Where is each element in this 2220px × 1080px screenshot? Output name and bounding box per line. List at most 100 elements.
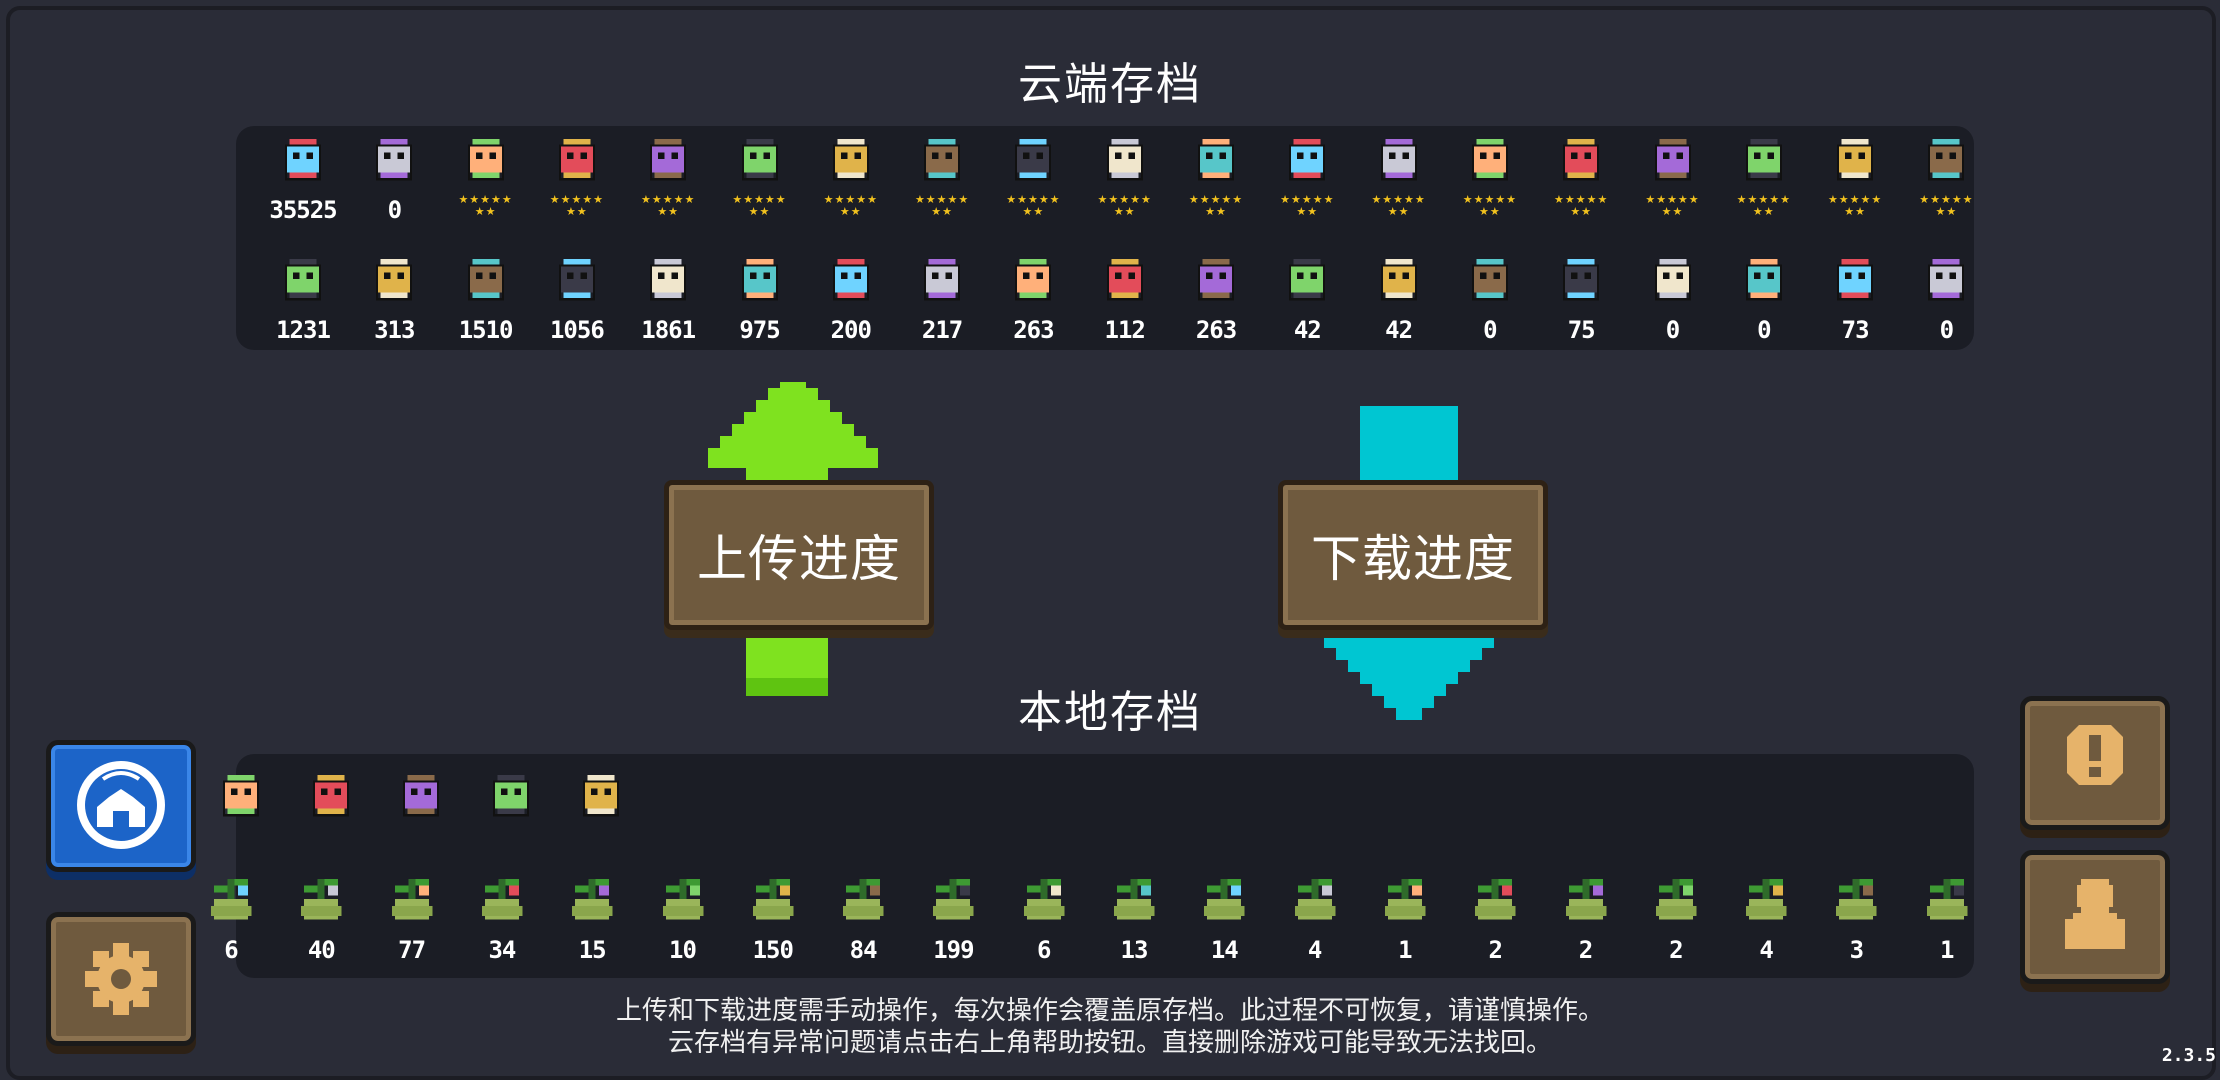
berserker-icon bbox=[1654, 138, 1691, 181]
local-seed-item: 2 bbox=[1631, 872, 1721, 964]
elf-icon bbox=[1198, 138, 1234, 181]
item-count: 0 bbox=[1483, 316, 1497, 344]
cloud-material-item: 975 bbox=[715, 252, 805, 344]
item-count: 1 bbox=[1939, 936, 1954, 964]
help-button[interactable] bbox=[2020, 696, 2170, 830]
local-seed-item: 2 bbox=[1450, 872, 1540, 964]
engineer-icon bbox=[832, 138, 869, 181]
cloud-top-item: ★★★★★★★ bbox=[897, 132, 987, 218]
local-seed-item: 150 bbox=[728, 872, 818, 964]
upload-progress-button[interactable]: 上传进度 bbox=[664, 480, 934, 630]
wizard-icon bbox=[650, 138, 687, 181]
item-count: 975 bbox=[739, 316, 780, 344]
seed-icon bbox=[1204, 878, 1245, 920]
cloud-material-item: 200 bbox=[806, 252, 896, 344]
item-count: 0 bbox=[387, 196, 402, 224]
account-logo-button[interactable] bbox=[46, 740, 196, 872]
cloud-top-item: 35525 bbox=[258, 132, 348, 224]
gear-icon bbox=[467, 258, 504, 301]
cloud-top-item: ★★★★★★★ bbox=[1810, 132, 1900, 218]
local-seed-item: 4 bbox=[1721, 872, 1811, 964]
cloud-material-item: 1861 bbox=[623, 252, 713, 344]
cloud-material-item: 263 bbox=[1171, 252, 1261, 344]
item-count: 4 bbox=[1759, 936, 1773, 964]
cloud-material-item: 42 bbox=[1354, 252, 1444, 344]
bat-pet-icon bbox=[583, 774, 619, 817]
cloud-top-item: ★★★★★★★ bbox=[1262, 132, 1352, 218]
item-count: 34 bbox=[488, 936, 516, 964]
item-count: 1231 bbox=[276, 316, 331, 344]
rogue-icon bbox=[559, 138, 595, 181]
star-rating-icon: ★★★★★★★ bbox=[732, 193, 787, 218]
item-count: 4 bbox=[1307, 936, 1322, 964]
seed-icon bbox=[481, 878, 523, 920]
notice-line-1: 上传和下载进度需手动操作，每次操作会覆盖原存档。此过程不可恢复，请谨慎操作。 bbox=[615, 996, 1604, 1026]
paladin-icon bbox=[1106, 138, 1143, 181]
local-pet-item bbox=[286, 768, 376, 826]
item-count: 10 bbox=[669, 936, 697, 964]
cloud-top-item: ★★★★★★★ bbox=[532, 132, 622, 218]
cloud-top-item: ★★★★★★★ bbox=[988, 132, 1078, 218]
exclamation-icon bbox=[2067, 725, 2123, 785]
seed-icon bbox=[1565, 878, 1606, 920]
item-count: 200 bbox=[830, 316, 872, 344]
seed-icon bbox=[1474, 878, 1516, 920]
battery-icon bbox=[285, 258, 321, 301]
item-count: 14 bbox=[1210, 936, 1239, 964]
star-rating-icon: ★★★★★★★ bbox=[1554, 193, 1609, 218]
item-count: 1861 bbox=[641, 316, 696, 344]
download-progress-button[interactable]: 下载进度 bbox=[1278, 480, 1548, 630]
star-rating-icon: ★★★★★★★ bbox=[1919, 193, 1974, 218]
seed-icon bbox=[1926, 878, 1967, 920]
profile-button[interactable] bbox=[2020, 850, 2170, 984]
item-count: 1510 bbox=[458, 316, 514, 344]
seed-icon bbox=[752, 878, 794, 920]
item-count: 150 bbox=[752, 936, 794, 964]
item-count: 1 bbox=[1398, 936, 1412, 964]
item-count: 75 bbox=[1567, 316, 1596, 344]
cloud-material-item: 0 bbox=[1901, 252, 1991, 344]
star-rating-icon: ★★★★★★★ bbox=[1188, 193, 1244, 218]
chillyroom-logo-icon bbox=[77, 761, 165, 849]
star-rating-icon: ★★★★★★★ bbox=[1462, 193, 1518, 218]
red-crystal-icon bbox=[924, 258, 960, 301]
vampire-icon bbox=[1015, 138, 1052, 181]
local-seed-item: 14 bbox=[1179, 872, 1269, 964]
fire-crystal-icon bbox=[1837, 258, 1873, 301]
settings-button[interactable] bbox=[46, 912, 196, 1046]
cloud-material-item: 1056 bbox=[532, 252, 622, 344]
wood-plank-icon bbox=[559, 258, 595, 301]
version-label: 2.3.5 bbox=[2161, 1045, 2216, 1066]
amber-ore-icon bbox=[650, 258, 687, 301]
star-rating-icon: ★★★★★★★ bbox=[1280, 193, 1335, 218]
star-rating-icon: ★★★★★★★ bbox=[1827, 193, 1883, 218]
local-seed-item: 4 bbox=[1270, 872, 1360, 964]
cloud-top-item: ★★★★★★★ bbox=[1901, 132, 1991, 218]
green-part-icon bbox=[1472, 258, 1508, 301]
alchemist-icon bbox=[924, 138, 960, 181]
local-seed-item: 10 bbox=[638, 872, 728, 964]
item-count: 42 bbox=[1293, 316, 1322, 344]
star-rating-icon: ★★★★★★★ bbox=[458, 193, 513, 218]
device-icon bbox=[1654, 258, 1691, 301]
item-count: 263 bbox=[1195, 316, 1237, 344]
seed-icon bbox=[1294, 878, 1335, 920]
item-count: 3 bbox=[1849, 936, 1864, 964]
local-pet-item bbox=[466, 768, 556, 826]
item-count: 42 bbox=[1385, 316, 1413, 344]
local-seed-item: 84 bbox=[818, 872, 908, 964]
scale-fur-icon bbox=[1380, 258, 1417, 301]
druid-icon bbox=[1472, 138, 1508, 181]
cloud-top-item: ★★★★★★★ bbox=[715, 132, 805, 218]
local-save-title: 本地存档 bbox=[1018, 687, 1202, 738]
tombstone-icon bbox=[1837, 138, 1873, 181]
cloud-top-item: ★★★★★★★ bbox=[1171, 132, 1261, 218]
cloud-material-item: 313 bbox=[349, 252, 439, 344]
seed-icon bbox=[1745, 878, 1787, 920]
local-seed-item: 1 bbox=[1902, 872, 1992, 964]
cloud-top-item: ★★★★★★★ bbox=[1354, 132, 1444, 218]
item-count: 77 bbox=[398, 936, 426, 964]
cloud-material-item: 1510 bbox=[441, 252, 531, 344]
pet-icon bbox=[1745, 138, 1782, 181]
cloud-top-item: ★★★★★★★ bbox=[1445, 132, 1535, 218]
